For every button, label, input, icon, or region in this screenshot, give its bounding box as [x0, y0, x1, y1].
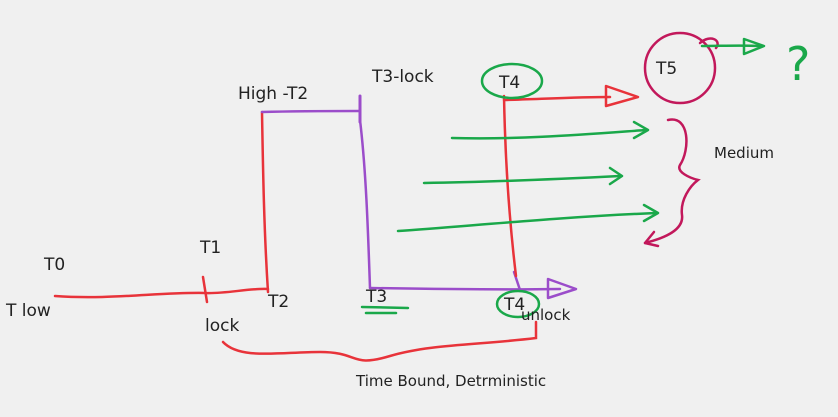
unlock-label: unlock: [521, 306, 571, 324]
medium-arrow-1: [450, 128, 648, 140]
t4-top-arrowhead: [604, 84, 640, 108]
medium-arrow-2: [422, 174, 622, 185]
t4-top-label: T4: [498, 73, 520, 93]
t4-bottom-circle: [495, 289, 541, 319]
time-bound-curve: [221, 320, 538, 362]
medium-arrow-1-head: [632, 120, 650, 140]
t3-bottom-arrowhead: [546, 277, 578, 300]
medium-brace-arrowhead: [643, 230, 660, 248]
high-t2-timeline: [260, 109, 362, 114]
t3-underline: [360, 305, 410, 315]
t-low-label: T low: [5, 301, 51, 321]
t0-label: T0: [43, 255, 65, 275]
t4-top-circle: [480, 62, 544, 100]
lock-label: lock: [205, 316, 239, 336]
medium-brace: [643, 118, 701, 245]
high-t2-label: High -T2: [238, 84, 308, 104]
question-mark: ?: [786, 37, 810, 91]
t4-vertical-line: [502, 94, 518, 278]
t5-arrowhead: [742, 37, 766, 56]
t5-circle: [643, 31, 717, 105]
t3-drop-line: [358, 118, 372, 290]
medium-label: Medium: [714, 144, 774, 162]
t4-bottom-label: T4: [503, 295, 525, 315]
t2-rise-line: [260, 110, 270, 294]
t3-bottom-timeline: [368, 286, 562, 291]
time-bound-label: Time Bound, Detrministic: [355, 372, 546, 390]
lock-tick: [201, 275, 209, 304]
t1-label: T1: [199, 238, 221, 258]
medium-arrow-3-head: [642, 203, 660, 223]
t4-top-arrow-line: [502, 95, 612, 102]
t2-label: T2: [267, 292, 289, 312]
t3-label: T3: [365, 287, 387, 307]
t5-label: T5: [655, 59, 677, 79]
medium-arrow-2-head: [608, 166, 624, 186]
t-low-timeline: [53, 287, 270, 299]
t3-lock-label: T3-lock: [371, 67, 434, 87]
medium-arrow-3: [396, 211, 658, 233]
